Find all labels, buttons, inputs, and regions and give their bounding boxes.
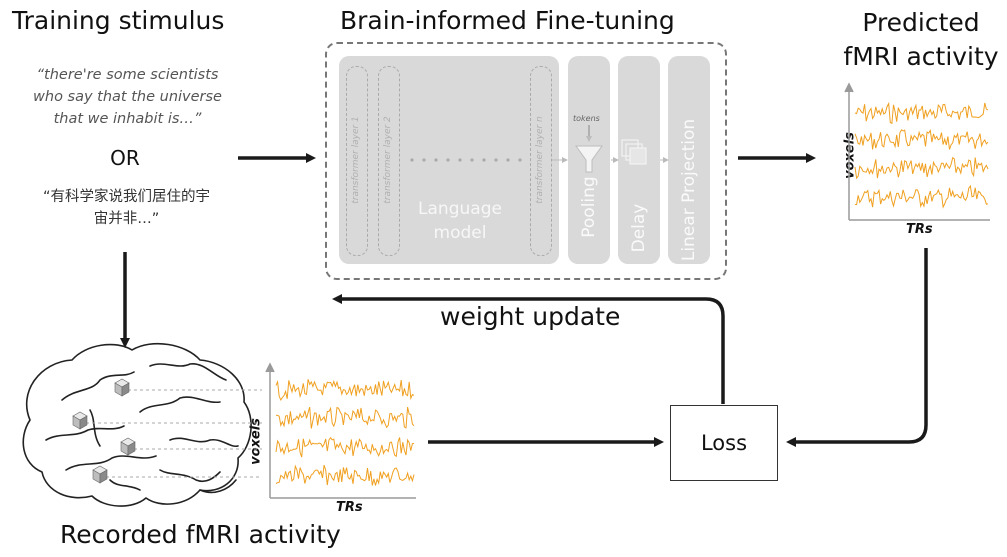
delay-stack-icon bbox=[621, 139, 647, 165]
recorded-trace-1 bbox=[275, 379, 415, 402]
language-model-label: Language model bbox=[418, 199, 502, 243]
layer-ellipsis-dots bbox=[410, 158, 522, 162]
voxel-cube-icon bbox=[72, 411, 88, 430]
loss-box: Loss bbox=[670, 405, 778, 481]
chinese-quote: “有科学家说我们居住的宇 宙并非…” bbox=[42, 189, 210, 227]
recorded-signal-traces bbox=[275, 379, 415, 486]
training-stimulus-heading: Training stimulus bbox=[12, 6, 225, 35]
voxel-cube-icon bbox=[92, 465, 108, 484]
english-quote: “there're some scientists who say that t… bbox=[33, 67, 222, 127]
funnel-icon bbox=[575, 125, 603, 173]
voxel-cube-icon bbox=[114, 378, 130, 397]
weight-update-label: weight update bbox=[440, 302, 621, 331]
predicted-trace-4 bbox=[854, 184, 989, 209]
recorded-trace-3 bbox=[275, 436, 415, 458]
predicted-signal-traces bbox=[854, 101, 989, 209]
or-label: OR bbox=[110, 146, 140, 170]
recorded-trs-label: TRs bbox=[336, 500, 363, 515]
predicted-fmri-heading: Predicted fMRI activity bbox=[843, 8, 999, 71]
predicted-plot-axes bbox=[844, 82, 990, 221]
predicted-trace-2 bbox=[854, 129, 989, 150]
recorded-fmri-heading: Recorded fMRI activity bbox=[60, 520, 341, 549]
voxel-cube-group bbox=[72, 378, 136, 484]
voxel-projection-lines bbox=[80, 389, 262, 478]
voxel-cube-icon bbox=[120, 437, 136, 456]
predicted-trace-1 bbox=[854, 101, 989, 125]
recorded-trace-2 bbox=[275, 406, 415, 429]
predicted-trace-3 bbox=[854, 156, 989, 180]
tokens-label: tokens bbox=[573, 114, 600, 123]
recorded-plot-axes bbox=[265, 362, 416, 499]
transformer-layer-1 bbox=[346, 66, 368, 256]
transformer-layer-2 bbox=[378, 66, 400, 256]
linear-projection-panel bbox=[668, 56, 710, 264]
brain-icon bbox=[22, 342, 252, 507]
fine-tuning-heading: Brain-informed Fine-tuning bbox=[340, 6, 675, 35]
transformer-layer-n bbox=[530, 66, 552, 256]
recorded-trace-4 bbox=[275, 464, 415, 486]
predicted-trs-label: TRs bbox=[906, 222, 933, 237]
